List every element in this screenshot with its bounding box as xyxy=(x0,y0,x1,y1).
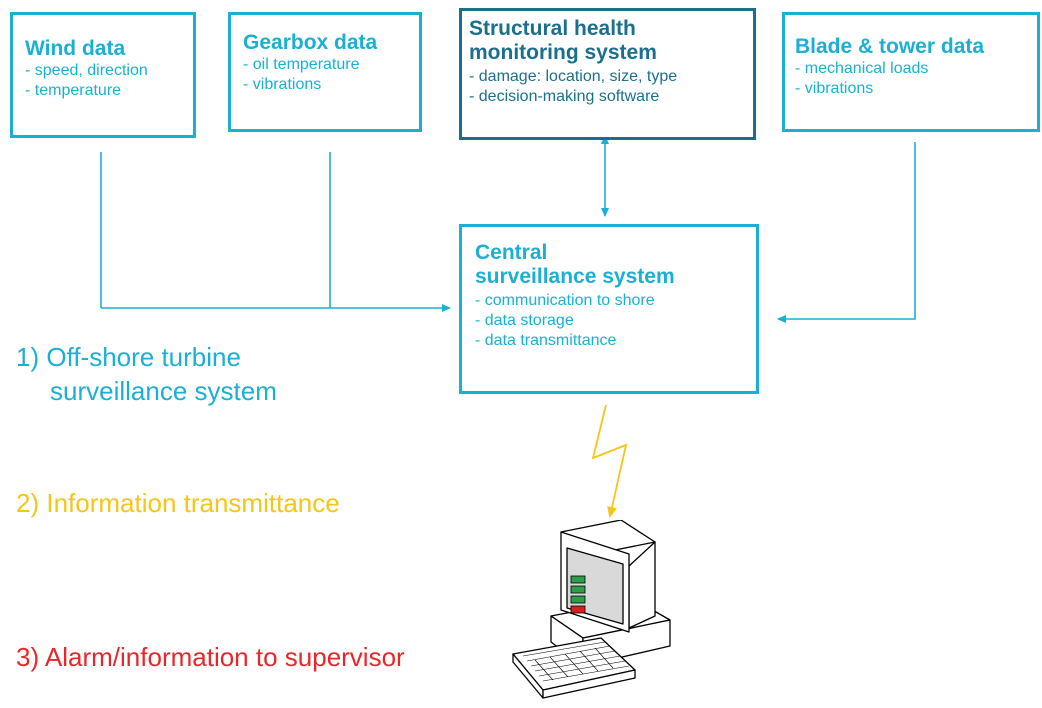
gearbox-data-item: - oil temperature xyxy=(243,56,360,73)
central-surveillance-box: Central surveillance system - communicat… xyxy=(459,224,759,394)
step1-label-line1: 1) Off-shore turbine xyxy=(16,342,241,372)
blade-tower-title: Blade & tower data xyxy=(795,35,985,58)
wind-data-item: - speed, direction xyxy=(25,62,148,79)
status-light-red xyxy=(570,605,586,614)
status-light-green xyxy=(570,585,586,594)
gearbox-data-item: - vibrations xyxy=(243,76,322,93)
step2-label: 2) Information transmittance xyxy=(16,488,340,518)
wind-data-item: - temperature xyxy=(25,82,122,99)
status-light-green xyxy=(570,595,586,604)
central-title-line1: Central xyxy=(475,241,548,264)
wind-data-title: Wind data xyxy=(25,37,126,60)
gearbox-data-box: Gearbox data - oil temperature - vibrati… xyxy=(228,12,422,132)
gearbox-data-title: Gearbox data xyxy=(243,31,378,54)
shm-item: - decision-making software xyxy=(469,88,660,105)
computer-terminal-icon xyxy=(512,520,671,699)
shm-title-line2: monitoring system xyxy=(469,41,657,64)
central-item: - data transmittance xyxy=(475,332,617,349)
blade-tower-item: - mechanical loads xyxy=(795,60,929,77)
shm-title-line1: Structural health xyxy=(469,17,636,40)
shm-system-box: Structural health monitoring system - da… xyxy=(459,8,756,140)
shm-item: - damage: location, size, type xyxy=(469,68,678,85)
central-item: - communication to shore xyxy=(475,292,655,309)
central-title-line2: surveillance system xyxy=(475,265,675,288)
wind-data-box: Wind data - speed, direction - temperatu… xyxy=(10,12,196,138)
blade-connector xyxy=(777,142,916,323)
blade-tower-data-box: Blade & tower data - mechanical loads - … xyxy=(782,12,1040,132)
central-item: - data storage xyxy=(475,312,574,329)
status-light-green xyxy=(570,575,586,584)
lightning-bolt-icon xyxy=(591,404,628,518)
blade-tower-item: - vibrations xyxy=(795,80,874,97)
step3-label: 3) Alarm/information to supervisor xyxy=(16,642,405,672)
step1-label-line2: surveillance system xyxy=(50,376,277,406)
